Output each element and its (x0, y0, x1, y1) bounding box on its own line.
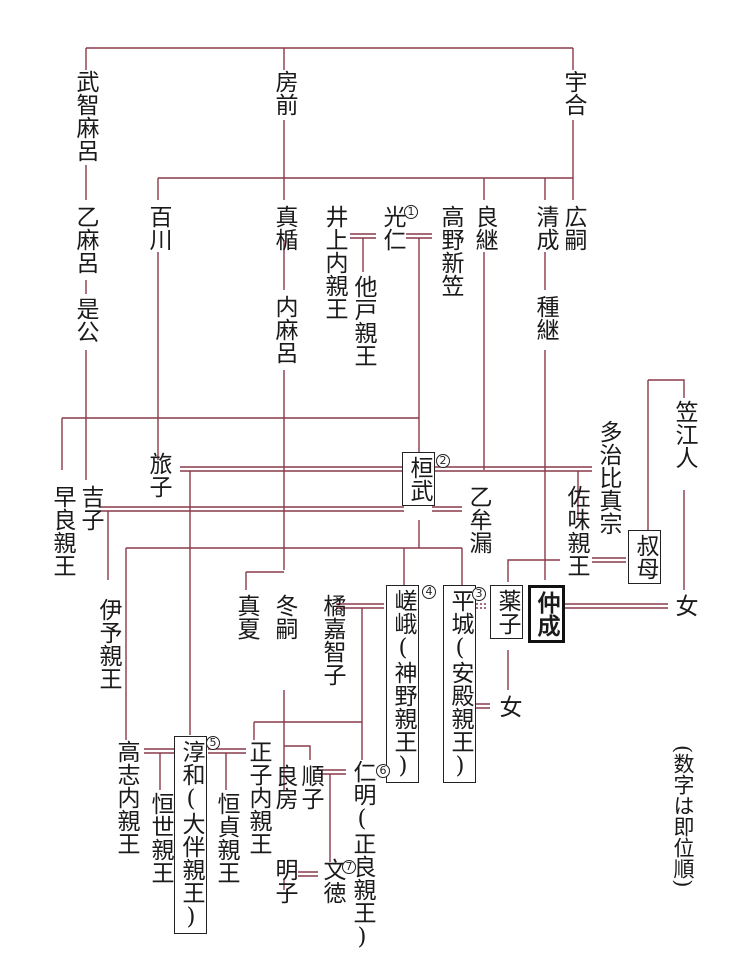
line-manatsu (245, 571, 284, 590)
line-yoshiko-kanmu (100, 506, 404, 580)
person-tabiko: 旅子 (145, 452, 171, 498)
person-korekimi: 是公 (72, 297, 98, 343)
person-sawara: 早良親王 (49, 485, 75, 577)
person-matate: 真楯 (271, 205, 297, 251)
person-hirotsugu: 広嗣 (560, 205, 586, 251)
person-kiyonari: 清成 (532, 205, 558, 251)
person-onna2: 女 (495, 695, 521, 718)
person-onna1: 女 (671, 594, 697, 617)
line-nakanari-onna (564, 603, 668, 609)
person-junshi: 順子 (297, 764, 323, 810)
line-kasa (647, 379, 685, 590)
person-otomuro: 乙牟漏 (465, 485, 491, 554)
line-junshi-ninmyo (318, 769, 346, 862)
person-akirakeiko: 明子 (271, 858, 297, 904)
person-tajihi: 多治比真宗 (595, 420, 621, 535)
line-umakai (157, 120, 574, 200)
person-manatsu: 真夏 (233, 594, 259, 640)
reign-number-konin: 1 (404, 205, 418, 219)
line-heizei-kusuko (476, 603, 488, 609)
person-masako: 正子内親王 (245, 740, 271, 855)
person-umakai: 宇合 (560, 70, 586, 116)
line-akira-montoku (298, 871, 318, 877)
person-yoshiko: 吉子 (77, 485, 103, 531)
line-kanmu-sawara (61, 417, 419, 470)
person-iyo: 伊予親王 (95, 598, 121, 690)
person-fuyutsugu: 冬嗣 (271, 594, 297, 640)
reign-number-ninmyo: 6 (376, 764, 390, 778)
person-samine: 佐味親王 (563, 485, 589, 577)
person-muchimaro: 武智麻呂 (72, 70, 98, 162)
person-momokawa: 百川 (145, 205, 171, 251)
reign-number-saga: 4 (422, 585, 436, 599)
person-fusasaki: 房前 (271, 70, 297, 116)
reign-number-montoku: 7 (342, 860, 356, 874)
reign-number-heizei: 3 (472, 587, 486, 601)
person-ninmyo: 仁明(正良親王) (349, 760, 375, 950)
line-kusuko-onna (476, 650, 509, 709)
person-tanetsugu: 種継 (532, 295, 558, 341)
reign-number-kanmu: 2 (436, 454, 450, 468)
person-montoku: 文徳 (319, 858, 345, 904)
line-tachibana-saga (336, 603, 384, 722)
line-koshi-junna (144, 748, 174, 790)
person-tsuneyo: 恒世親王 (147, 792, 173, 884)
line-kusuko-up (507, 559, 560, 582)
line-kanmu-children (125, 520, 463, 740)
line-top-bar (85, 47, 574, 70)
person-uchimaro: 内麻呂 (271, 295, 297, 364)
person-osabe: 他戸親王 (350, 275, 376, 367)
line-saga-children (253, 721, 363, 760)
person-heizei: 平城(安殿親王) (443, 585, 476, 783)
reign-number-junna: 5 (206, 736, 220, 750)
person-oba: 叔母 (628, 530, 661, 584)
line-junna-masako (208, 748, 246, 790)
person-junna: 淳和(大伴親王) (174, 736, 207, 934)
line-samine-oba (592, 557, 626, 563)
person-konin: 光仁 (379, 205, 405, 251)
reign-order-note: (数字は即位順) (671, 745, 695, 888)
person-kasa: 笠江人 (671, 400, 697, 469)
line-konin-takano (406, 233, 432, 455)
line-kanmu-otomuro (432, 506, 462, 512)
person-yoshitsugu: 良継 (471, 205, 497, 251)
line-inoue-konin (350, 233, 376, 272)
person-saga: 嵯峨(神野親王) (386, 585, 419, 783)
line-tabiko-kanmu (180, 466, 404, 735)
person-kanmu: 桓武 (402, 452, 435, 506)
person-yoshifusa: 良房 (271, 764, 297, 810)
line-kanmu-tajihi (432, 466, 592, 520)
person-tachibana: 橘嘉智子 (319, 594, 345, 686)
person-otomaro: 乙麻呂 (72, 205, 98, 274)
person-kusuko: 薬子 (490, 585, 523, 639)
person-inoue: 井上内親王 (321, 205, 347, 320)
person-takano: 高野新笠 (437, 205, 463, 297)
person-nakanari: 仲成 (528, 585, 565, 643)
person-koshi: 高志内親王 (113, 740, 139, 855)
line-yoshifusa-junshi (284, 745, 311, 760)
person-tsunesada: 恒貞親王 (213, 792, 239, 884)
